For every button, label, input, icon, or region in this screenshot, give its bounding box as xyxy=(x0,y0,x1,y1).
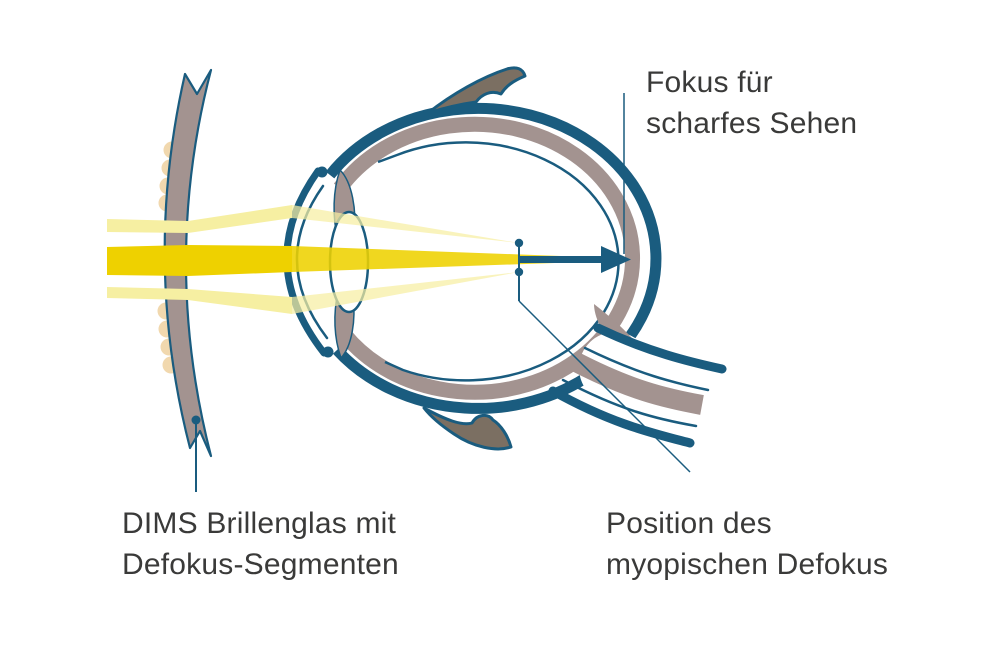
label-focus-sharp-vision: Fokus für scharfes Sehen xyxy=(646,62,857,144)
label-dims-lens: DIMS Brillenglas mit Defokus-Segmenten xyxy=(122,503,399,585)
label-defokus-line2: myopischen Defokus xyxy=(606,548,889,581)
beam-lower-defocus-inside xyxy=(292,272,519,314)
lens-body xyxy=(163,68,213,458)
light-beams xyxy=(107,205,627,314)
limbus-knob-bottom xyxy=(322,346,334,358)
beam-central-outside xyxy=(107,245,292,276)
optic-nerve-inner-line-bottom xyxy=(561,378,698,428)
beam-lower-defocus-outside xyxy=(107,287,292,314)
optic-nerve-sheath-top xyxy=(593,323,727,374)
annotations xyxy=(191,93,691,492)
label-dims-line2: Defokus-Segmenten xyxy=(122,548,399,581)
focus-arrow-head xyxy=(601,246,631,273)
label-focus-line1: Fokus für xyxy=(646,66,773,99)
label-focus-line2: scharfes Sehen xyxy=(646,107,858,140)
defocus-point-dot-upper xyxy=(514,238,524,248)
spectacle-lens xyxy=(157,68,213,458)
focus-arrow xyxy=(518,246,631,273)
beam-upper-defocus-inside xyxy=(292,205,519,243)
eye-muscle-top xyxy=(426,66,527,115)
defocus-point-dot-lower xyxy=(514,267,524,277)
sclera-outline xyxy=(325,102,662,414)
optic-nerve-core xyxy=(569,352,704,415)
lens-callout-dot xyxy=(191,415,201,425)
choroid-layer xyxy=(333,116,640,400)
label-dims-line1: DIMS Brillenglas mit xyxy=(122,507,397,540)
label-defokus-line1: Position des xyxy=(606,507,772,540)
eye-muscle-bottom xyxy=(422,406,513,451)
defocus-callout-line xyxy=(518,300,691,473)
label-myopic-defocus: Position des myopischen Defokus xyxy=(606,503,888,585)
limbus-knob-top xyxy=(316,166,328,178)
beam-central-inside xyxy=(292,246,627,272)
beam-upper-defocus-outside xyxy=(107,205,292,233)
optic-nerve-inner-line-top xyxy=(583,346,710,392)
optic-nerve xyxy=(548,304,744,448)
optic-nerve-sheath-bottom xyxy=(548,386,695,448)
